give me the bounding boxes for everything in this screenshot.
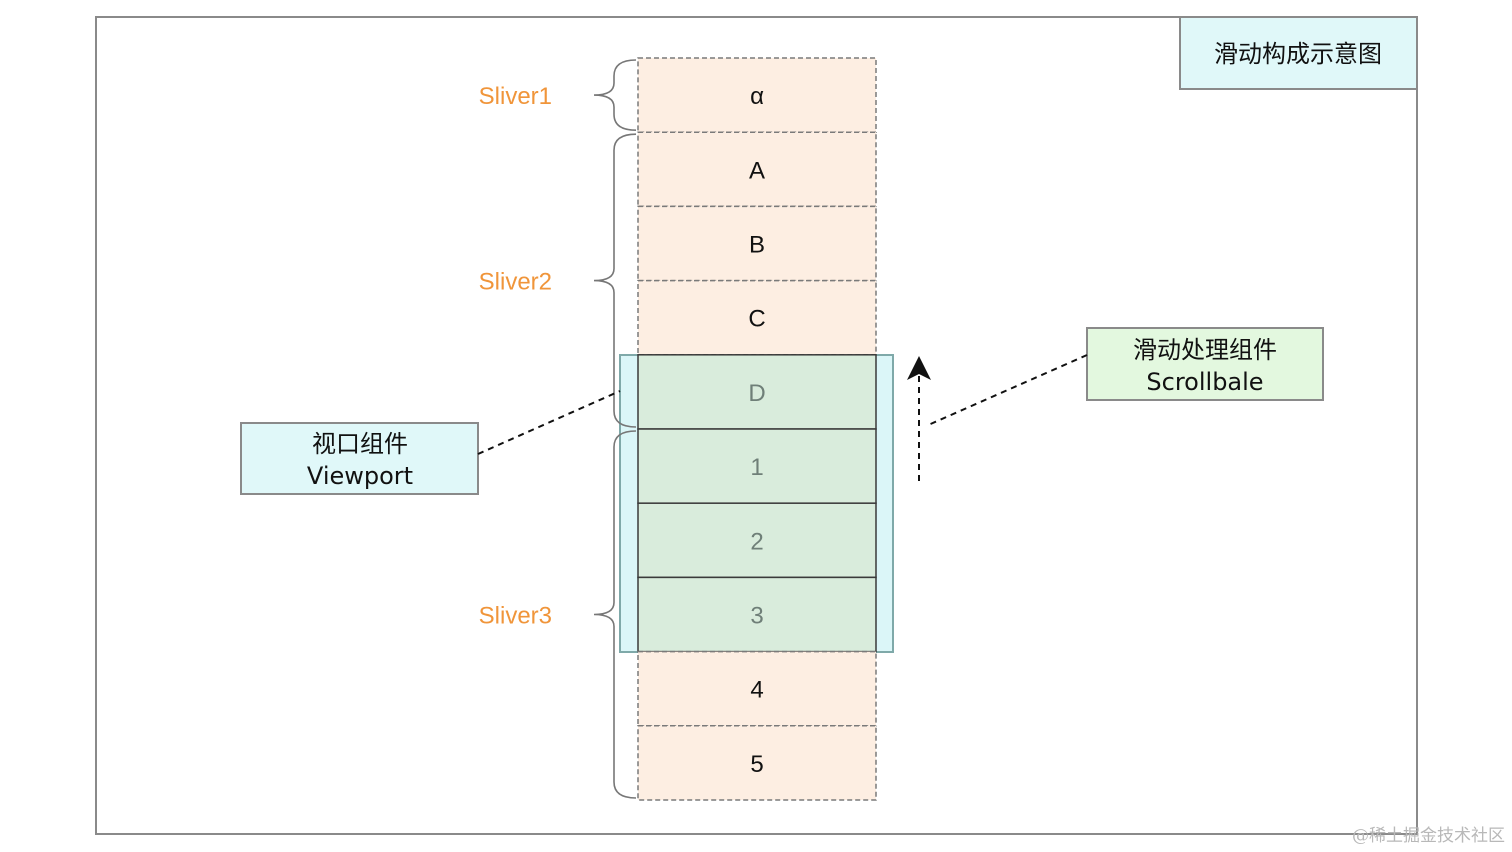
sliver-brace	[593, 59, 637, 131]
scrollable-label-box	[1086, 327, 1324, 401]
list-cell-label: D	[748, 380, 765, 407]
list-cell	[637, 57, 877, 133]
list-cell-label: 2	[750, 528, 763, 555]
list-cell-label: 1	[750, 454, 763, 481]
diagram-title: 滑动构成示意图	[1214, 40, 1382, 68]
list-cell	[637, 650, 877, 727]
list-cell-label: 3	[750, 603, 763, 630]
viewport-label-box	[240, 422, 479, 495]
list-cell	[637, 502, 877, 579]
list-cell-label: 5	[750, 751, 763, 778]
watermark: @稀土掘金技术社区	[1352, 826, 1505, 846]
diagram-frame	[95, 16, 1418, 835]
sliver-label: Sliver3	[479, 603, 552, 630]
list-cell	[637, 576, 877, 653]
list-cell-label: C	[748, 306, 765, 333]
list-cell	[637, 279, 877, 356]
title-box	[1179, 16, 1418, 90]
list-cell-label: B	[749, 232, 765, 259]
viewport-connector	[477, 390, 621, 455]
scrollable-label-line1: 滑动处理组件	[1133, 336, 1277, 364]
viewport-label-line2: Viewport	[307, 462, 413, 490]
viewport-label-line1: 视口组件	[312, 430, 408, 458]
list-cell	[637, 131, 877, 208]
list-cell-label: 4	[750, 677, 763, 704]
scrollable-connector	[925, 354, 1088, 427]
list-cell	[637, 205, 877, 282]
sliver-brace	[593, 133, 637, 428]
list-cell	[637, 725, 877, 801]
cell-column: αA B C D 1 2 3 4 5	[637, 57, 877, 801]
list-cell-label: α	[750, 83, 764, 110]
scrollable-label-line2: Scrollbale	[1146, 368, 1263, 396]
sliver-label: Sliver1	[479, 83, 552, 110]
sliver-brace	[593, 430, 637, 799]
sliver-label: Sliver2	[479, 269, 552, 296]
list-cell	[637, 428, 877, 504]
list-cell-label: A	[749, 157, 765, 184]
